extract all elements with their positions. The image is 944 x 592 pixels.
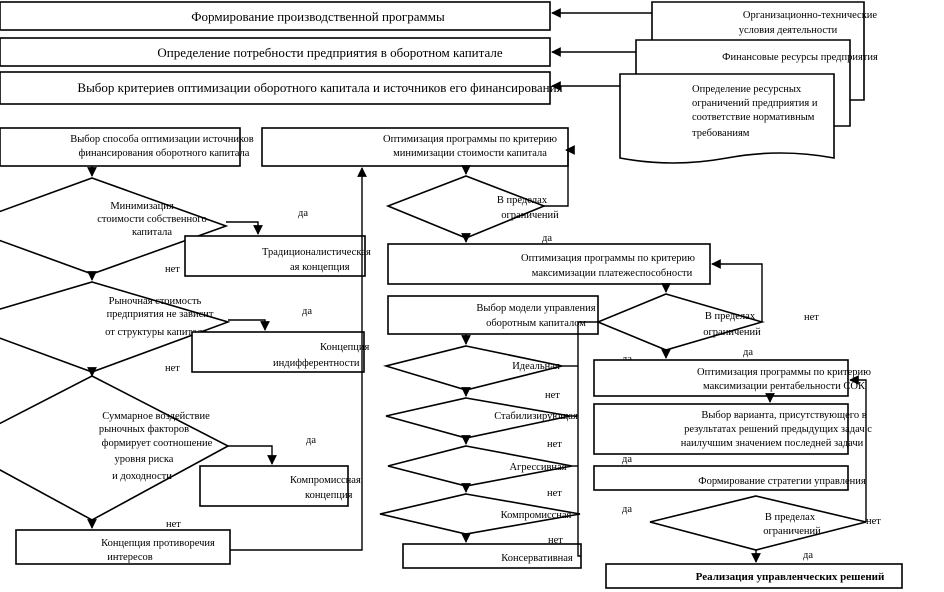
- svg-text:Определение ресурсных: Определение ресурсных: [692, 84, 802, 95]
- svg-text:соответствие нормативным: соответствие нормативным: [692, 112, 815, 123]
- svg-text:да: да: [306, 435, 316, 446]
- svg-text:Выбор модели управления: Выбор модели управления: [476, 303, 595, 314]
- svg-text:Консервативная: Консервативная: [501, 553, 573, 564]
- svg-text:Финансовые ресурсы предприятия: Финансовые ресурсы предприятия: [722, 52, 878, 63]
- model-box: [387, 295, 599, 335]
- concept-indifference-box: [191, 331, 365, 373]
- svg-text:стоимости собственного: стоимости собственного: [97, 214, 206, 225]
- svg-text:наилучшим значением последней: наилучшим значением последней задачи: [681, 438, 864, 449]
- svg-text:нет: нет: [804, 312, 819, 323]
- svg-text:Оптимизация программы по крите: Оптимизация программы по критерию: [697, 367, 871, 378]
- svg-text:уровня риска: уровня риска: [115, 454, 174, 465]
- svg-text:формирует соотношение: формирует соотношение: [102, 438, 213, 449]
- method-box: [0, 127, 241, 167]
- svg-text:В пределах: В пределах: [705, 311, 756, 322]
- svg-text:концепция: концепция: [305, 490, 353, 501]
- svg-text:нет: нет: [166, 519, 181, 530]
- svg-text:Рыночная стоимость: Рыночная стоимость: [109, 296, 202, 307]
- opt-rent-box: [593, 359, 849, 397]
- svg-text:В пределах: В пределах: [497, 195, 548, 206]
- svg-text:Стабилизирующая: Стабилизирующая: [494, 411, 578, 422]
- svg-text:нет: нет: [547, 488, 562, 499]
- svg-text:финансирования оборотного капи: финансирования оборотного капитала: [79, 148, 250, 159]
- doc-res: Определение ресурсных ограничений предпр…: [619, 73, 835, 164]
- decision-mid-limits: [385, 175, 547, 239]
- svg-text:ограничений предприятия и: ограничений предприятия и: [692, 98, 818, 109]
- final-box: [605, 563, 903, 589]
- svg-text:да: да: [542, 233, 552, 244]
- svg-text:капитала: капитала: [132, 227, 172, 238]
- svg-text:да: да: [803, 550, 813, 561]
- svg-text:нет: нет: [547, 439, 562, 450]
- svg-text:да: да: [298, 208, 308, 219]
- production-box: [0, 1, 551, 31]
- svg-text:Минимизация: Минимизация: [110, 201, 174, 212]
- svg-text:минимизации стоимости капитала: минимизации стоимости капитала: [393, 148, 547, 159]
- svg-text:Традиционалистическая: Традиционалистическая: [262, 247, 371, 258]
- svg-text:требованиям: требованиям: [692, 128, 750, 139]
- svg-text:Компромиссная: Компромиссная: [290, 475, 361, 486]
- svg-text:Компромиссная: Компромиссная: [501, 510, 572, 521]
- concept-conflict-box: [15, 529, 231, 565]
- svg-text:нет: нет: [545, 390, 560, 401]
- svg-text:и доходности: и доходности: [112, 471, 172, 482]
- svg-text:Выбор варианта, присутствующег: Выбор варианта, присутствующего в: [701, 410, 866, 421]
- svg-text:нет: нет: [866, 516, 881, 527]
- svg-text:Формирование стратегии управле: Формирование стратегии управления: [698, 476, 866, 487]
- svg-text:интересов: интересов: [107, 552, 153, 563]
- svg-text:нет: нет: [165, 264, 180, 275]
- conservative-box: [402, 543, 582, 569]
- svg-text:оборотным капиталом: оборотным капиталом: [486, 318, 586, 329]
- concept-traditional-box: [184, 235, 366, 277]
- svg-text:нет: нет: [165, 363, 180, 374]
- need-label: Определение потребности предприятия в об…: [157, 45, 502, 60]
- decision-final-limits: [649, 495, 867, 551]
- decision-right-limits: [595, 293, 765, 351]
- svg-text:Концепция противоречия: Концепция противоречия: [101, 538, 215, 549]
- svg-text:Концепция: Концепция: [320, 342, 369, 353]
- svg-text:рыночных факторов: рыночных факторов: [99, 424, 189, 435]
- production-label: Формирование производственной программы: [191, 9, 445, 24]
- svg-text:да: да: [743, 347, 753, 358]
- svg-text:предприятия не зависит: предприятия не зависит: [107, 309, 214, 320]
- svg-text:индифферентности: индифферентности: [273, 358, 360, 369]
- svg-text:да: да: [622, 504, 632, 515]
- criteria-label: Выбор критериев оптимизации оборотного к…: [77, 80, 562, 95]
- svg-text:результатах решений предыдущих: результатах решений предыдущих задач с: [684, 424, 872, 435]
- criteria-box: [0, 71, 551, 105]
- svg-text:условия деятельности: условия деятельности: [739, 25, 838, 36]
- opt-pay-box: [387, 243, 711, 285]
- variant-box: [593, 403, 849, 455]
- svg-text:ограничений: ограничений: [501, 210, 559, 221]
- svg-text:максимизации платежеспособност: максимизации платежеспособности: [532, 268, 693, 279]
- svg-text:ограничений: ограничений: [703, 327, 761, 338]
- svg-text:да: да: [622, 454, 632, 465]
- svg-text:да: да: [302, 306, 312, 317]
- svg-text:Выбор способа оптимизации исто: Выбор способа оптимизации источников: [70, 134, 254, 145]
- svg-text:максимизации рентабельности СО: максимизации рентабельности СОК: [703, 381, 866, 392]
- need-box: [0, 37, 551, 67]
- svg-text:Суммарное воздействие: Суммарное воздействие: [102, 411, 210, 422]
- svg-text:ая концепция: ая концепция: [290, 262, 350, 273]
- svg-text:нет: нет: [548, 535, 563, 546]
- svg-text:В пределах: В пределах: [765, 512, 816, 523]
- concept-compromise-box: [199, 465, 349, 507]
- svg-text:Реализация управленческих реше: Реализация управленческих решений: [696, 571, 885, 583]
- svg-text:ограничений: ограничений: [763, 526, 821, 537]
- svg-text:Идеальная: Идеальная: [512, 361, 560, 372]
- svg-text:Оптимизация программы по крите: Оптимизация программы по критерию: [521, 253, 695, 264]
- svg-text:Оптимизация программы по крите: Оптимизация программы по критерию: [383, 134, 557, 145]
- svg-text:Организационно-технические: Организационно-технические: [743, 10, 878, 21]
- svg-text:от структуры капитала: от структуры капитала: [105, 327, 207, 338]
- svg-text:Агрессивная: Агрессивная: [509, 462, 566, 473]
- strategy-box: [593, 465, 849, 491]
